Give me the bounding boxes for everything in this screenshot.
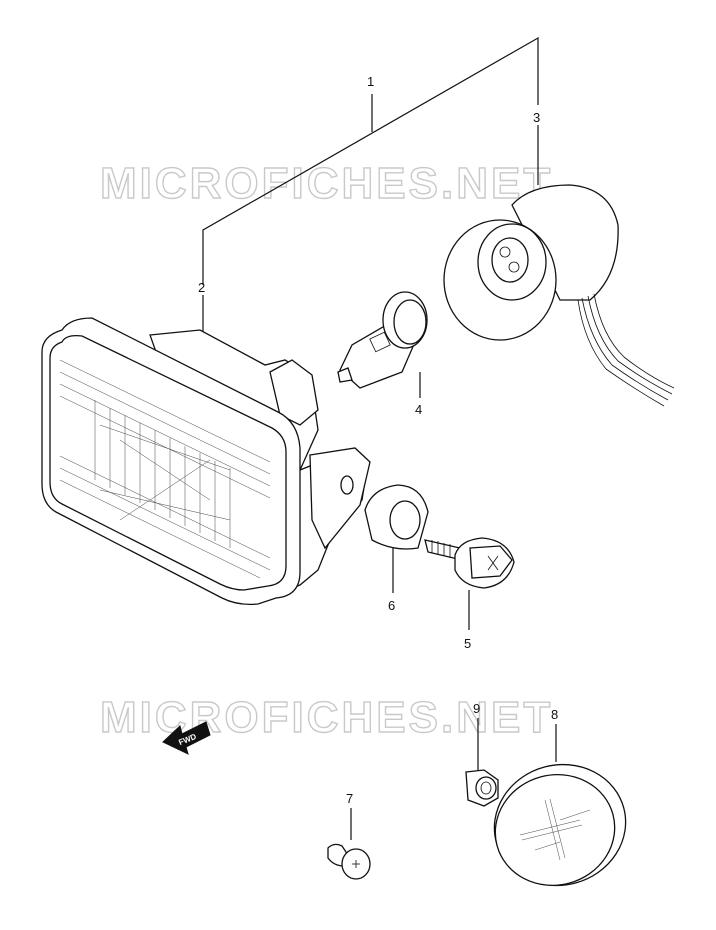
callout-4: 4 [415, 402, 422, 417]
callout-7: 7 [346, 791, 353, 806]
callout-8: 8 [551, 707, 558, 722]
callout-2: 2 [198, 280, 205, 295]
clip [327, 843, 371, 880]
socket [443, 184, 675, 407]
callout-9: 9 [473, 701, 480, 716]
watermark-top: MICROFICHES.NET [100, 159, 553, 208]
headlight-housing [41, 317, 371, 606]
callout-3: 3 [533, 110, 540, 125]
screw [424, 537, 515, 589]
nut [465, 769, 499, 807]
cap [493, 763, 627, 887]
watermark-middle: MICROFICHES.NET [100, 693, 553, 742]
bulb [337, 291, 428, 389]
callout-6: 6 [388, 598, 395, 613]
leader-lines [202, 36, 557, 840]
callout-1: 1 [367, 74, 374, 89]
fwd-arrow: FWD [162, 721, 211, 755]
callout-labels: 1 2 3 4 5 6 7 8 9 [198, 74, 558, 806]
callout-5: 5 [464, 636, 471, 651]
cushion [364, 484, 429, 550]
